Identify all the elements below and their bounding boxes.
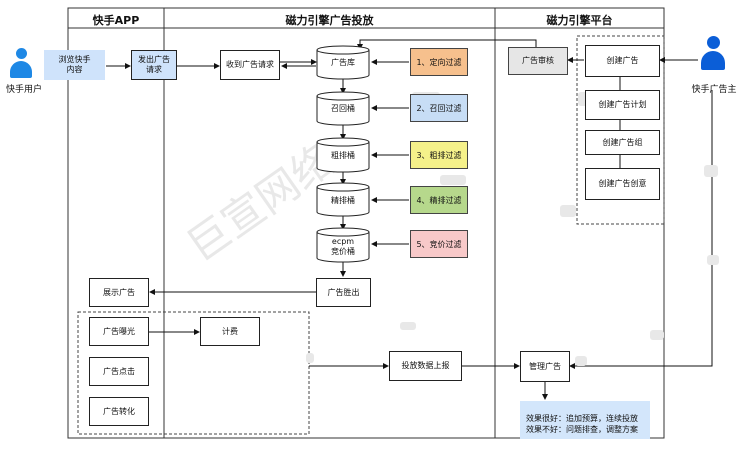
ecpm-bucket-label: ecpm 竞价桶 bbox=[331, 237, 355, 256]
filter-recall: 2、召回过滤 bbox=[410, 94, 468, 122]
lane-title-engine: 磁力引擎广告投放 bbox=[285, 14, 374, 27]
filter-fine-rank: 4、精排过滤 bbox=[410, 186, 468, 214]
smudge bbox=[440, 175, 466, 185]
ad-winner-node: 广告胜出 bbox=[316, 278, 371, 307]
ad-click-node: 广告点击 bbox=[89, 357, 149, 386]
smudge bbox=[704, 165, 718, 177]
lane-title-app: 快手APP bbox=[92, 14, 140, 27]
smudge bbox=[707, 255, 719, 265]
filter-coarse-rank: 3、粗排过滤 bbox=[410, 141, 468, 169]
ad-conversion-node: 广告转化 bbox=[89, 397, 149, 426]
smudge bbox=[306, 353, 314, 363]
advertiser-icon bbox=[700, 36, 726, 70]
recall-bucket-label: 召回桶 bbox=[331, 104, 355, 113]
receive-request-node: 收到广告请求 bbox=[220, 50, 280, 80]
create-ad-group-node: 创建广告组 bbox=[585, 130, 660, 155]
report-data-node: 投放数据上报 bbox=[389, 351, 462, 381]
smudge bbox=[650, 330, 664, 340]
smudge bbox=[575, 356, 587, 366]
user-icon bbox=[8, 48, 34, 82]
coarse-bucket-label: 粗排桶 bbox=[331, 151, 355, 160]
filter-bidding: 5、竞价过滤 bbox=[410, 230, 468, 258]
smudge bbox=[560, 205, 576, 217]
fine-bucket-label: 精排桶 bbox=[331, 196, 355, 205]
filter-targeting: 1、定向过滤 bbox=[410, 48, 468, 76]
create-ad-node: 创建广告 bbox=[585, 45, 660, 77]
lane-title-platform: 磁力引擎平台 bbox=[546, 14, 613, 27]
actor-advertiser-label: 快手广告主 bbox=[691, 85, 737, 95]
send-ad-request-node: 发出广告 请求 bbox=[131, 50, 177, 80]
manage-ad-node: 管理广告 bbox=[520, 351, 570, 382]
create-ad-plan-node: 创建广告计划 bbox=[585, 90, 660, 120]
ad-pool-label: 广告库 bbox=[331, 58, 355, 67]
show-ad-node: 展示广告 bbox=[89, 278, 149, 307]
smudge bbox=[400, 322, 416, 330]
actor-user-label: 快手用户 bbox=[5, 85, 42, 95]
create-ad-creative-node: 创建广告创意 bbox=[585, 168, 660, 200]
browse-content-node: 浏览快手 内容 bbox=[44, 50, 105, 80]
billing-node: 计费 bbox=[200, 317, 260, 346]
effect-note: 效果很好：追加预算，连续投放 效果不好：问题排查，调整方案 bbox=[520, 401, 650, 439]
ad-exposure-node: 广告曝光 bbox=[89, 317, 149, 346]
ad-review-node: 广告审核 bbox=[508, 47, 568, 75]
